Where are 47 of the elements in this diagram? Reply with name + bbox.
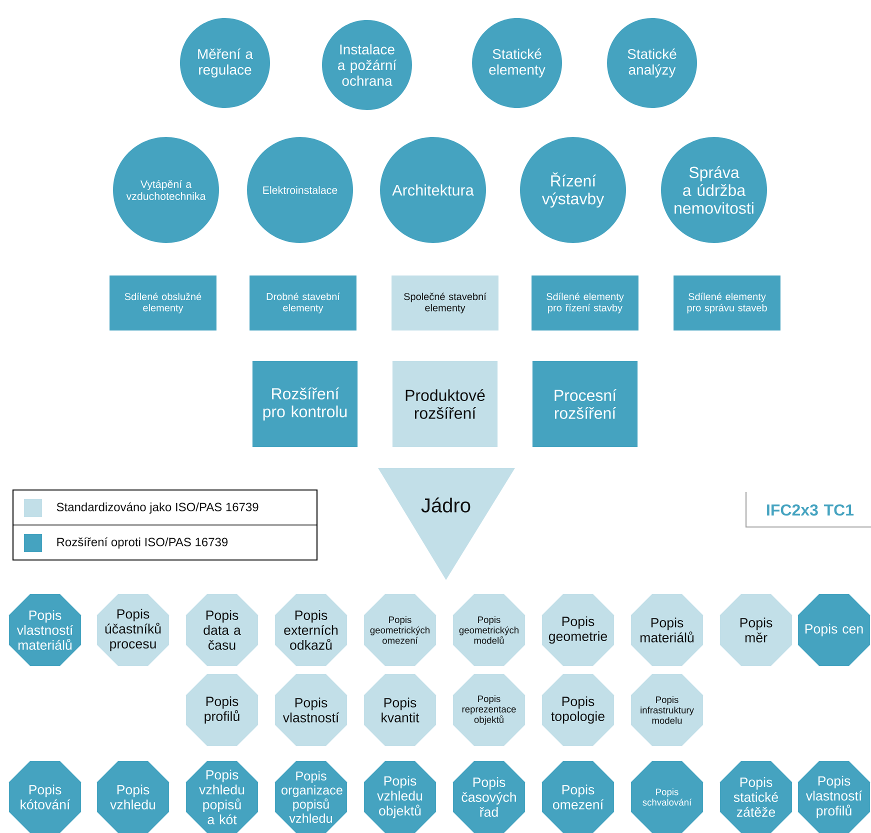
- circle-node: Architektura: [380, 137, 486, 243]
- octagon-node: Popis vlastností: [274, 674, 348, 746]
- circle-node: Instalace a požární ochrana: [322, 20, 412, 110]
- octagon-node: Popis vzhledu objektů: [364, 760, 436, 833]
- module-box: Sdílené elementy pro řízení stavby: [532, 276, 638, 330]
- octagon-node: Popis externích odkazů: [274, 594, 348, 666]
- octagon-node: Popis měr: [720, 594, 792, 666]
- octagon-node: Popis kótování: [8, 760, 82, 833]
- octagon-node: Popis geometrie: [542, 594, 614, 666]
- legend-text: Standardizováno jako ISO/PAS 16739: [56, 502, 258, 514]
- octagon-node: Popis vzhledu: [96, 760, 170, 833]
- module-box: Sdílené elementy pro správu staveb: [674, 276, 780, 330]
- octagon-node: Popis vlastností profilů: [798, 760, 870, 833]
- circle-node: Elektroinstalace: [247, 137, 353, 243]
- circle-node: Statické elementy: [472, 18, 562, 108]
- octagon-node: Popis statické zátěže: [720, 760, 792, 833]
- circle-node: Řízení výstavby: [520, 137, 626, 243]
- circle-node: Vytápění a vzduchotechnika: [113, 137, 219, 243]
- octagon-node: Popis organizace popisů vzhledu: [274, 760, 348, 833]
- octagon-node: Popis topologie: [542, 674, 614, 746]
- module-box: Sdílené obslužné elementy: [110, 276, 216, 330]
- octagon-node: Popis účastníků procesu: [96, 594, 170, 666]
- extension-box: Produktové rozšíření: [392, 361, 498, 447]
- circle-node: Statické analýzy: [607, 18, 697, 108]
- octagon-node: Popis schvalování: [630, 760, 704, 833]
- octagon-node: Popis geometrických modelů: [452, 594, 526, 666]
- core-triangle: Jádro: [378, 468, 515, 580]
- octagon-node: Popis materiálů: [630, 594, 704, 666]
- octagon-node: Popis časových řad: [452, 760, 526, 833]
- octagon-node: Popis reprezentace objektů: [452, 674, 526, 746]
- circle-node: Měření a regulace: [180, 18, 270, 108]
- octagon-node: Popis cen: [798, 594, 870, 666]
- extension-box: Procesní rozšíření: [532, 361, 638, 447]
- module-box: Společné stavební elementy: [392, 276, 498, 330]
- legend-text: Rozšíření oproti ISO/PAS 16739: [57, 537, 228, 549]
- octagon-node: Popis data a času: [186, 594, 258, 666]
- octagon-node: Popis profilů: [186, 674, 258, 746]
- octagon-node: Popis infrastruktury modelu: [630, 674, 704, 746]
- octagon-node: Popis omezení: [542, 760, 614, 833]
- octagon-node: Popis vzhledu popisů a kót: [186, 760, 258, 833]
- version-box: IFC2x3 TC1: [745, 492, 871, 528]
- module-box: Drobné stavební elementy: [250, 276, 356, 330]
- octagon-node: Popis geometrických omezení: [364, 594, 436, 666]
- circle-node: Správa a údržba nemovitosti: [661, 137, 767, 243]
- extension-box: Rozšíření pro kontrolu: [252, 361, 358, 447]
- octagon-node: Popis vlastností materiálů: [8, 594, 82, 666]
- octagon-node: Popis kvantit: [364, 674, 436, 746]
